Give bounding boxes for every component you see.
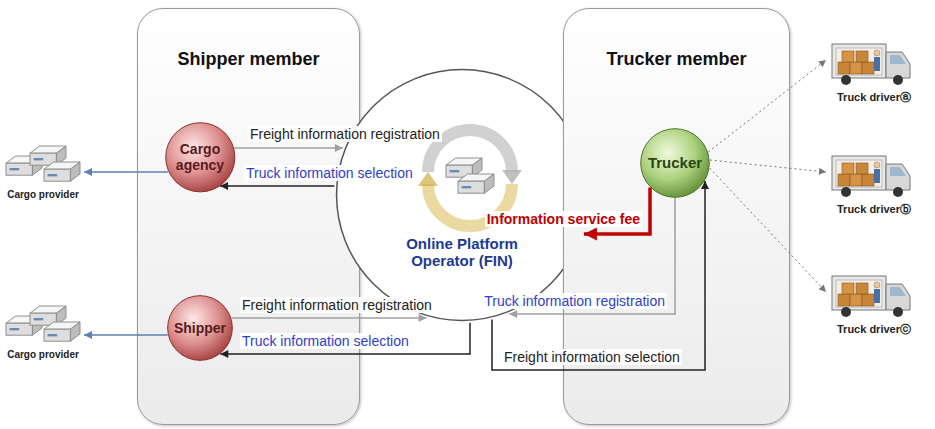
- connector: [84, 171, 168, 173]
- node-text: Cargo provider: [7, 189, 79, 201]
- connector: [220, 323, 470, 354]
- connector-label: Information service fee: [485, 211, 642, 227]
- actor-circle: Cargo agency: [165, 122, 236, 193]
- connector-label: Freight information registration: [240, 297, 434, 313]
- connector-label: Truck information registration: [482, 293, 667, 309]
- connector: [84, 334, 168, 336]
- truck-icon: [832, 44, 910, 317]
- node-text: Truck driverⓐ: [837, 91, 911, 104]
- connector-label: Truck information selection: [240, 333, 411, 349]
- connector-label: Freight information registration: [248, 126, 442, 142]
- connector: [220, 185, 334, 187]
- server-icon: [6, 146, 80, 181]
- server-icon: [6, 306, 80, 341]
- node-text: Shipper member: [177, 49, 319, 70]
- connector: [710, 168, 826, 292]
- connector: [492, 181, 705, 370]
- node-text: Trucker member: [606, 49, 746, 70]
- node-text: Cargo provider: [7, 349, 79, 361]
- connector: [708, 60, 826, 152]
- node-text: Trucker: [648, 154, 702, 171]
- node-text: Truck driverⓒ: [837, 323, 911, 336]
- platform-circle: Online Platform Operator (FIN): [334, 67, 590, 323]
- node-text: Truck driverⓑ: [837, 203, 911, 216]
- connector-label: Truck information selection: [244, 165, 415, 181]
- server-icon: [446, 158, 494, 193]
- node-text: Shipper: [174, 320, 226, 336]
- connector-label: Freight information selection: [502, 349, 682, 365]
- node-text: Online Platform Operator (FIN): [392, 235, 532, 270]
- member-panel: Shipper memberCargo agencyShipper: [137, 8, 360, 425]
- platform-circle-outline: [334, 67, 590, 323]
- connector: [234, 147, 343, 149]
- actor-circle: Shipper: [167, 295, 233, 361]
- node-text: Cargo agency: [172, 141, 228, 173]
- connector: [231, 317, 426, 319]
- connector: [710, 160, 826, 172]
